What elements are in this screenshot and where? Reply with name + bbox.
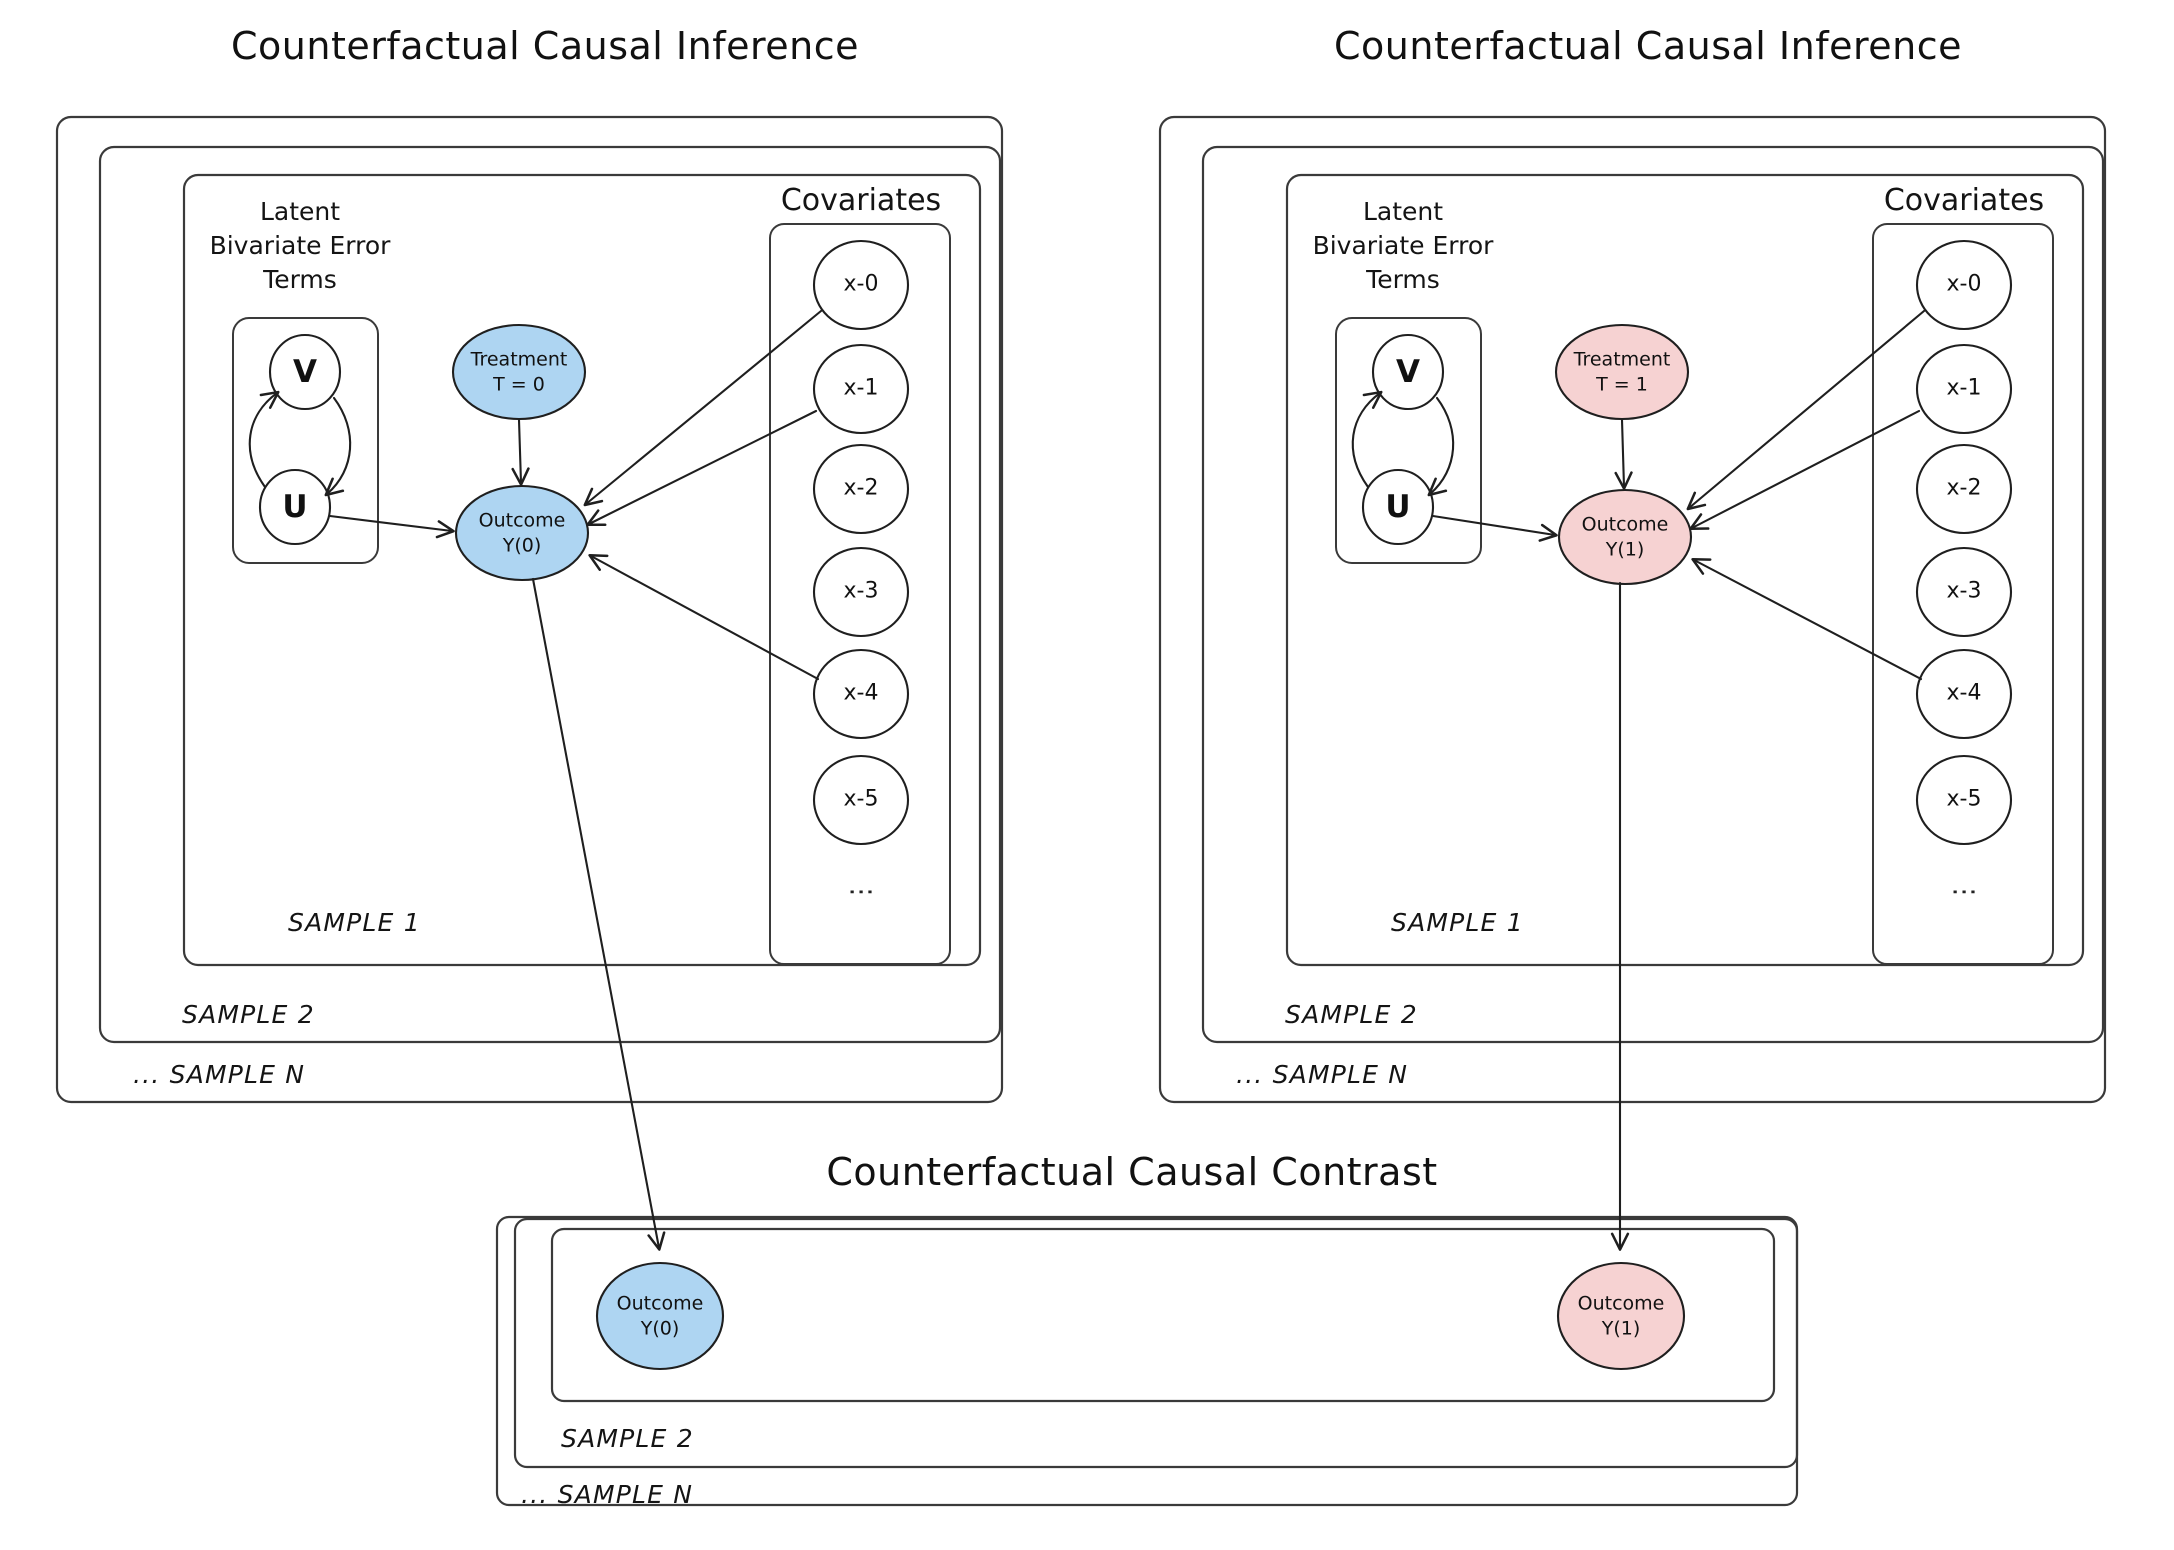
node-outcome-treated-contrast	[1556, 1261, 1686, 1371]
edge-x0-to-outcome-treated	[1686, 309, 1926, 511]
treated-edges	[1351, 309, 1926, 1251]
covariate-node-3-control	[812, 546, 910, 638]
control-sample-n-label: ... SAMPLE N	[133, 1060, 306, 1089]
treated-nodes	[1361, 239, 2013, 846]
covariate-node-4-control	[812, 648, 910, 740]
edge-outcome-control-to-contrast	[531, 577, 666, 1251]
edge-U-to-V-treated	[1351, 390, 1383, 489]
edge-x0-to-outcome-control	[583, 309, 823, 507]
control-sample-2-label: SAMPLE 2	[182, 1000, 315, 1029]
treated-covariates-title: Covariates	[1883, 183, 2045, 218]
edge-treatment-to-outcome-control	[511, 418, 530, 486]
control-covariates-box	[769, 223, 951, 965]
contrast-sample-1-box	[550, 1227, 1776, 1403]
covariate-node-0-treated	[1915, 239, 2013, 331]
control-covariates-ellipsis-icon: ⋮	[846, 879, 876, 907]
edge-V-to-U-treated	[1427, 396, 1455, 497]
covariate-node-3-treated	[1915, 546, 2013, 638]
edge-U-to-outcome-treated	[1431, 514, 1558, 542]
control-nodes	[258, 239, 910, 846]
control-sample-1-label: SAMPLE 1	[288, 908, 421, 937]
edge-x4-to-outcome-treated	[1691, 558, 1923, 681]
contrast-panel-title: Counterfactual Causal Contrast	[826, 1150, 1438, 1194]
edge-U-to-V-control	[248, 390, 280, 489]
control-edges	[248, 309, 823, 1251]
treated-sample-n-label: ... SAMPLE N	[1236, 1060, 1409, 1089]
control-sample-1-box	[182, 173, 982, 967]
treated-sample-1-box	[1285, 173, 2085, 967]
edge-U-to-outcome-control	[328, 514, 455, 539]
control-panel-title: Counterfactual Causal Inference	[230, 24, 860, 68]
covariate-node-1-treated	[1915, 343, 2013, 435]
node-V-control	[268, 333, 342, 411]
covariate-node-5-control	[812, 754, 910, 846]
control-sample-2-box	[98, 145, 1002, 1044]
treated-sample-2-label: SAMPLE 2	[1285, 1000, 1418, 1029]
node-U-treated	[1361, 468, 1435, 546]
control-covariates-title: Covariates	[780, 183, 942, 218]
edge-treatment-to-outcome-treated	[1614, 418, 1633, 490]
treated-sample-1-label: SAMPLE 1	[1391, 908, 1524, 937]
control-sample-n-box	[55, 115, 1004, 1104]
treated-panel-title: Counterfactual Causal Inference	[1333, 24, 1963, 68]
edge-x1-to-outcome-control	[586, 409, 818, 526]
covariate-node-0-control	[812, 239, 910, 331]
edge-V-to-U-control	[324, 396, 352, 497]
node-outcome-treated	[1557, 488, 1693, 586]
covariate-node-1-control	[812, 343, 910, 435]
node-outcome-control	[454, 484, 590, 582]
covariate-node-4-treated	[1915, 648, 2013, 740]
treated-sample-n-box	[1158, 115, 2107, 1104]
node-U-control	[258, 468, 332, 546]
node-V-treated	[1371, 333, 1445, 411]
treated-covariates-ellipsis-icon: ⋮	[1949, 879, 1979, 907]
treated-covariates-box	[1872, 223, 2054, 965]
treated-sample-2-box	[1201, 145, 2105, 1044]
contrast-sample-n-label: ... SAMPLE N	[521, 1480, 694, 1509]
edge-x1-to-outcome-treated	[1689, 409, 1921, 530]
treated-latent-box	[1335, 317, 1482, 564]
control-latent-group-label: Latent Bivariate Error Terms	[209, 197, 391, 294]
contrast-nodes	[595, 1261, 1686, 1371]
node-treatment-control	[451, 323, 587, 421]
covariate-node-2-control	[812, 443, 910, 535]
node-outcome-control-contrast	[595, 1261, 725, 1371]
contrast-sample-2-box	[513, 1217, 1799, 1469]
covariate-node-5-treated	[1915, 754, 2013, 846]
covariate-node-2-treated	[1915, 443, 2013, 535]
edge-x4-to-outcome-control	[588, 553, 820, 681]
node-treatment-treated	[1554, 323, 1690, 421]
contrast-sample-2-label: SAMPLE 2	[561, 1424, 694, 1453]
treated-latent-group-label: Latent Bivariate Error Terms	[1312, 197, 1494, 294]
control-latent-box	[232, 317, 379, 564]
